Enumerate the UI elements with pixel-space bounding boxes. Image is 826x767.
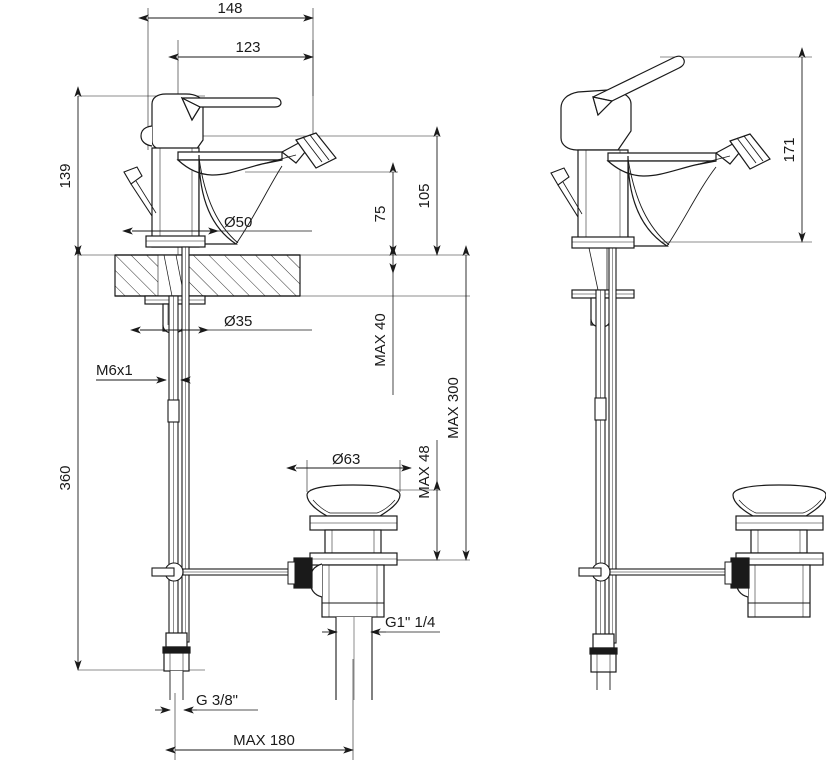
supply-tails <box>167 246 190 643</box>
lift-rod-pivot <box>151 562 299 582</box>
dim-label-139: 139 <box>57 163 74 188</box>
pop-up-waste <box>287 484 401 700</box>
dim-label-g38: G 3/8" <box>196 692 238 709</box>
dim-spout-reach-total: 148 <box>138 0 314 22</box>
lever-handle <box>140 93 282 151</box>
dim-label-d35: Ø35 <box>224 313 252 330</box>
side-view: 171 <box>550 47 826 690</box>
dim-label-max40: MAX 40 <box>372 313 389 366</box>
dim-label-m6x1: M6x1 <box>96 362 133 379</box>
dim-label-max48: MAX 48 <box>416 445 433 498</box>
dim-label-360: 360 <box>57 465 74 490</box>
supply-connector <box>162 632 191 700</box>
lift-rod-front <box>123 166 157 217</box>
side-spout <box>606 152 717 247</box>
dim-label-105: 105 <box>416 183 433 208</box>
spout <box>176 151 283 245</box>
dim-outlet-height: 105 <box>416 126 441 256</box>
dim-max-waste-height: MAX 48 <box>416 440 441 561</box>
front-view-extension-lines <box>78 8 470 760</box>
dim-max-counter-thickness: MAX 40 <box>372 245 397 395</box>
dim-spout-reach-inner: 123 <box>168 39 314 61</box>
dim-label-75: 75 <box>372 206 389 223</box>
dim-inner-height: 75 <box>372 162 397 256</box>
aerator-head <box>261 132 337 169</box>
dim-label-123: 123 <box>235 39 260 56</box>
dim-label-148: 148 <box>217 0 242 17</box>
side-lift-rod <box>550 167 583 218</box>
side-lever-handle <box>560 55 685 151</box>
dim-tail-length: 360 <box>57 245 82 671</box>
dim-label-max180: MAX 180 <box>233 732 295 749</box>
side-lift-rod-pivot <box>578 562 736 582</box>
side-pop-up-waste <box>724 484 826 618</box>
dim-base-diameter: Ø50 <box>122 214 312 235</box>
waste-detail-view: Ø63 MAX 48 G1" 1/4 <box>286 440 441 700</box>
dim-rod-thread: M6x1 <box>96 362 191 384</box>
base-escutcheon <box>145 235 206 248</box>
dim-max-hose-length: MAX 300 <box>445 245 470 561</box>
dim-body-height: 139 <box>57 86 82 256</box>
side-supply-tails <box>594 247 617 644</box>
dim-side-total-height: 171 <box>781 47 806 243</box>
dim-shank-diameter: Ø35 <box>130 313 312 334</box>
countertop-section <box>114 254 301 297</box>
dim-label-d63: Ø63 <box>332 451 360 468</box>
dim-waste-thread: G1" 1/4 <box>322 614 440 636</box>
dim-label-max300: MAX 300 <box>445 377 462 439</box>
dim-label-d50: Ø50 <box>224 214 252 231</box>
front-view: 148 123 139 360 <box>57 0 470 760</box>
dim-label-171: 171 <box>781 137 798 162</box>
dim-max-spread: MAX 180 <box>165 732 354 754</box>
side-aerator-head <box>694 133 771 170</box>
dim-label-g114: G1" 1/4 <box>385 614 435 631</box>
dim-supply-thread: G 3/8" <box>155 692 258 714</box>
dim-waste-flange-diameter: Ø63 <box>286 451 412 472</box>
side-supply-connector <box>589 633 618 690</box>
